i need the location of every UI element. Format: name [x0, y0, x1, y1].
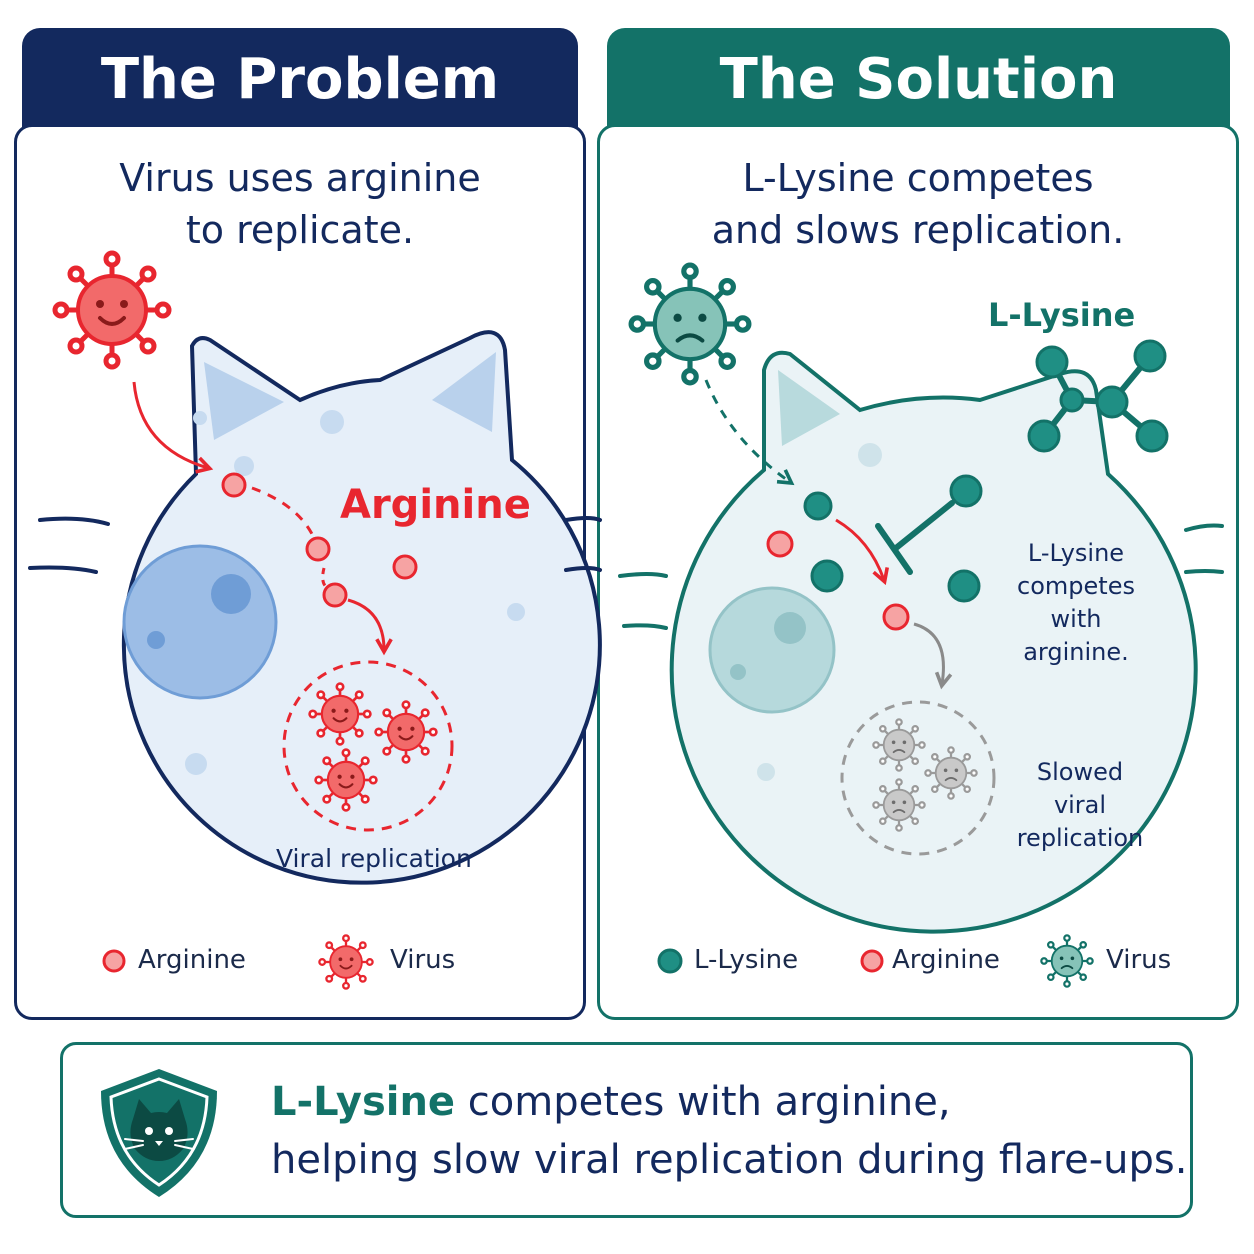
arginine-dot [221, 472, 247, 498]
lysine-dot [810, 559, 844, 593]
solution-subtitle-line2: and slows replication. [711, 208, 1125, 252]
cat-shield-icon [101, 1069, 217, 1197]
solution-cat-cell [618, 350, 1224, 934]
replicating-virus-icon [308, 682, 372, 746]
problem-replication-circle [282, 660, 454, 832]
compete-line2: competes with [1017, 572, 1135, 633]
arginine-dot [882, 603, 910, 631]
problem-dashed-path [251, 486, 314, 535]
problem-title: The Problem [100, 47, 500, 112]
summary-line1-rest: competes with arginine, [455, 1079, 951, 1125]
problem-replication-arrow [347, 598, 393, 656]
solution-subtitle-line1: L-Lysine competes [742, 156, 1094, 200]
problem-replication-label: Viral replication [276, 844, 472, 873]
solution-slowed-label: Slowed viral replication [996, 756, 1164, 855]
solution-lysine-label: L-Lysine [988, 296, 1136, 334]
solution-title: The Solution [719, 47, 1118, 112]
compete-line1: L-Lysine [1027, 539, 1125, 567]
legend-arginine-dot [102, 949, 126, 973]
slowed-line1: Slowed [1036, 758, 1124, 786]
replicating-virus-icon [314, 748, 378, 812]
inhibition-bar [875, 500, 955, 575]
summary-banner: L-Lysine competes with arginine, helping… [60, 1042, 1193, 1218]
summary-line2: helping slow viral replication during fl… [271, 1137, 1188, 1183]
legend-arginine-dot [860, 949, 884, 973]
slowed-line2: viral replication [1016, 791, 1144, 852]
slowed-virus-icon [872, 718, 926, 772]
solution-compete-label: L-Lysine competes with arginine. [996, 537, 1156, 669]
replicating-virus-icon [374, 700, 438, 764]
slowed-replication-circle [840, 700, 996, 856]
arginine-dot [766, 530, 794, 558]
solution-subtitle: L-Lysine competes and slows replication. [600, 152, 1236, 256]
lysine-molecule [1027, 339, 1169, 453]
problem-incoming-virus-icon [55, 253, 169, 367]
solution-lysine-dots [803, 474, 983, 603]
lysine-dot [949, 474, 983, 508]
problem-cat-cell [28, 330, 602, 885]
problem-virus-arrow [132, 381, 214, 474]
solution-arginine-dots [766, 530, 910, 631]
legend-arginine-label-2: Arginine [892, 945, 1000, 975]
solution-incoming-virus-icon [631, 265, 749, 383]
slowed-virus-icon [924, 746, 978, 800]
arginine-dot [305, 536, 331, 562]
solution-slowed-arrow [913, 622, 953, 690]
problem-subtitle: Virus uses arginine to replicate. [17, 152, 583, 256]
problem-subtitle-line1: Virus uses arginine [119, 156, 481, 200]
arginine-dot [392, 554, 418, 580]
legend-virus-label-2: Virus [1106, 945, 1172, 975]
problem-subtitle-line2: to replicate. [185, 208, 415, 252]
legend-virus-label: Virus [390, 945, 456, 975]
legend-arginine-label: Arginine [138, 945, 246, 975]
legend-virus-icon [318, 934, 374, 990]
summary-line1: L-Lysine competes with arginine, [271, 1079, 951, 1125]
problem-arginine-label: Arginine [340, 482, 531, 528]
lysine-dot [803, 491, 833, 521]
legend-lysine-label: L-Lysine [694, 945, 799, 975]
diagram-artwork [28, 0, 1224, 990]
summary-accent: L-Lysine [271, 1079, 456, 1125]
compete-line3: arginine. [1023, 638, 1129, 666]
legend-lysine-dot [657, 948, 683, 974]
problem-arginine-dots [221, 472, 418, 608]
solution-arginine-arrow [835, 518, 889, 586]
legend-virus-icon [1040, 934, 1094, 988]
lysine-dot [947, 569, 981, 603]
problem-dashed-path-2 [321, 567, 329, 590]
arginine-dot [322, 582, 348, 608]
slowed-virus-icon [872, 778, 926, 832]
